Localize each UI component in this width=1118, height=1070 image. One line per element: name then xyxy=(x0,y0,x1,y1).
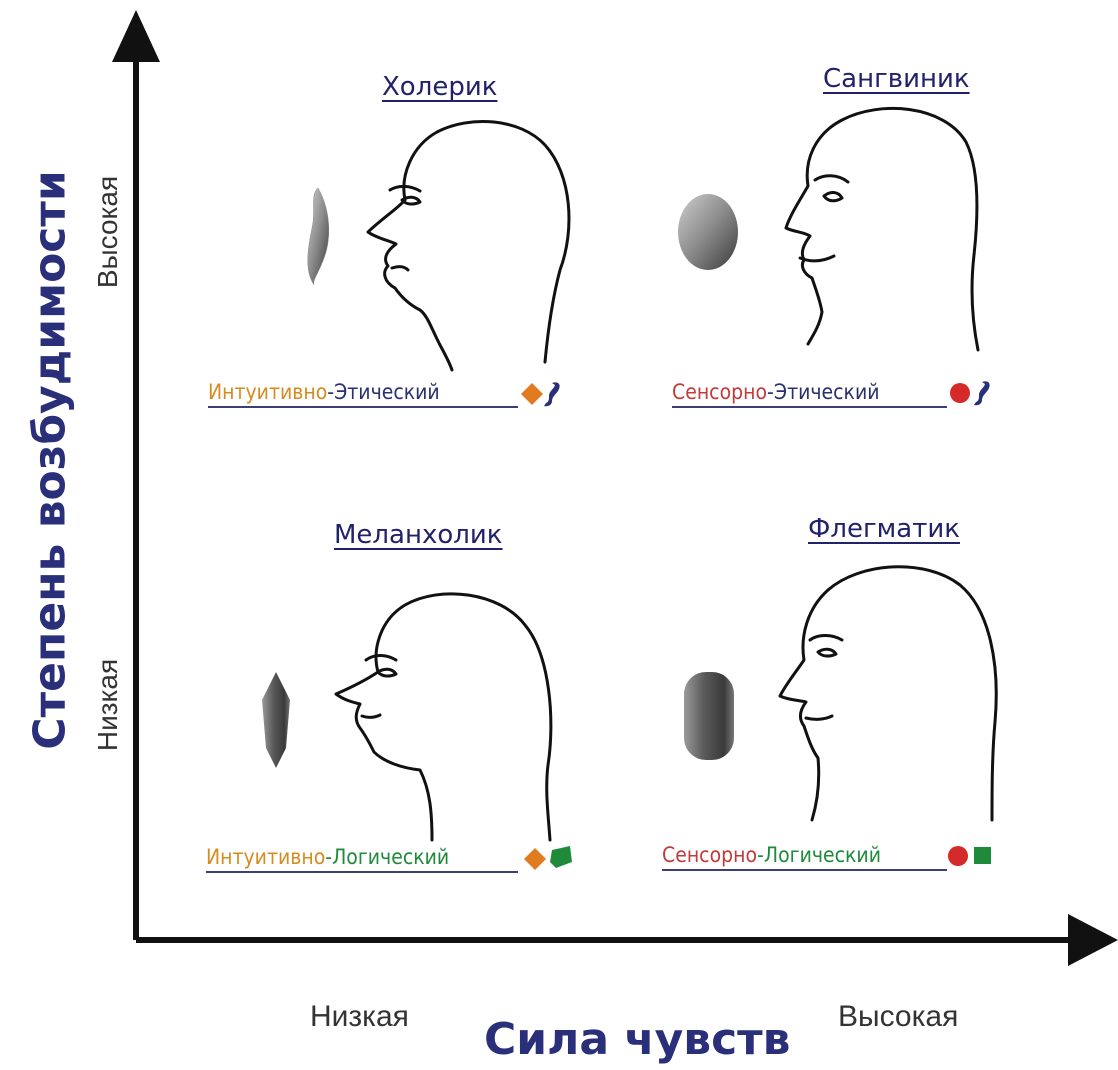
temperament-choleric: Холерик xyxy=(382,72,497,102)
ethics-s-icon xyxy=(544,382,560,406)
separator: - xyxy=(767,380,774,404)
sensing-circle-icon xyxy=(950,383,970,403)
x-axis-title: Сила чувств xyxy=(484,1014,791,1065)
separator: - xyxy=(325,845,332,869)
perception-label: Интуитивно xyxy=(206,845,325,869)
type-label-melancholic: Интуитивно-Логический xyxy=(206,845,518,873)
phlegmatic-capsule-shape xyxy=(684,672,734,760)
logic-square-icon xyxy=(974,847,991,864)
type-label-choleric: Интуитивно-Этический xyxy=(208,380,518,408)
type-label-sanguine: Сенсорно-Этический xyxy=(672,380,947,408)
temperament-melancholic: Меланхолик xyxy=(334,520,503,550)
perception-label: Сенсорно xyxy=(672,380,767,404)
x-tick-low: Низкая xyxy=(310,1000,409,1034)
judgment-label: Этический xyxy=(774,380,880,404)
judgment-label: Логический xyxy=(764,843,881,867)
x-axis-arrow xyxy=(1068,914,1118,966)
judgment-label: Логический xyxy=(332,845,449,869)
type-label-phlegmatic: Сенсорно-Логический xyxy=(662,843,947,871)
choleric-wave-shape xyxy=(308,188,329,285)
logic-square-icon xyxy=(550,846,572,868)
intuition-diamond-icon xyxy=(521,383,543,405)
phlegmatic-head xyxy=(780,567,996,820)
temperament-sanguine: Сангвиник xyxy=(823,64,970,94)
sanguine-head xyxy=(786,108,978,350)
x-tick-high: Высокая xyxy=(838,1000,958,1034)
perception-label: Сенсорно xyxy=(662,843,757,867)
y-axis-arrow xyxy=(112,10,160,62)
judgment-label: Этический xyxy=(334,380,440,404)
y-tick-low: Низкая xyxy=(92,659,124,751)
separator: - xyxy=(757,843,764,867)
sanguine-oval-shape xyxy=(678,194,738,270)
choleric-head xyxy=(368,121,569,370)
y-tick-high: Высокая xyxy=(92,176,124,288)
intuition-diamond-icon xyxy=(524,848,546,870)
temperament-phlegmatic: Флегматик xyxy=(808,514,960,544)
separator: - xyxy=(327,380,334,404)
sensing-circle-icon xyxy=(948,846,968,866)
ethics-s-icon xyxy=(974,381,990,405)
perception-label: Интуитивно xyxy=(208,380,327,404)
melancholic-crystal-shape xyxy=(262,672,290,768)
y-axis-title: Степень возбудимости xyxy=(25,170,76,749)
melancholic-head xyxy=(336,594,551,840)
